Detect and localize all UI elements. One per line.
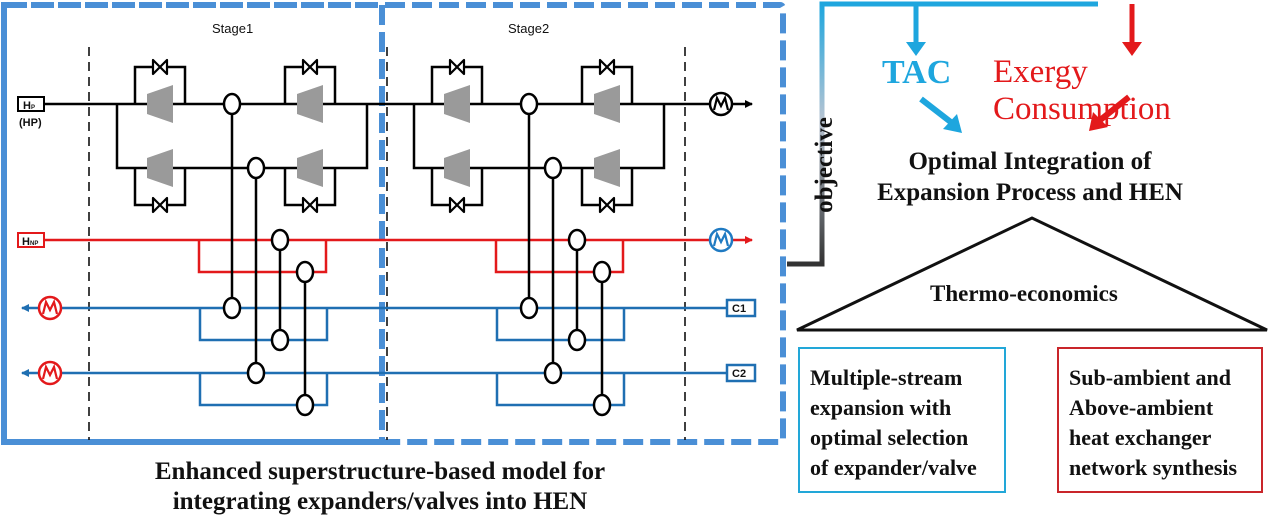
c2-split-branch	[198, 373, 329, 407]
goal-title: Optimal Integration of Expansion Process…	[850, 146, 1210, 208]
c2-utility-heater	[37, 360, 63, 386]
hp-tag-note: (HP)	[19, 117, 42, 129]
expander-icon	[444, 149, 470, 187]
exergy-to-goal-arrow-icon	[1089, 112, 1108, 131]
heat-exchanger-icon	[222, 92, 242, 116]
pillar-line: network synthesis	[1069, 455, 1238, 480]
c2-split-branch	[495, 373, 626, 407]
hp-utility-cooler	[708, 91, 734, 117]
thermo-economics-triangle	[796, 216, 1268, 332]
stage-label-1: Stage1	[212, 21, 253, 36]
hnp-tag-main: H	[22, 236, 30, 248]
c1-utility-heater	[37, 295, 63, 321]
c1-split-branch	[495, 308, 626, 342]
hp-split-branch	[115, 104, 369, 170]
pillar-line: Sub-ambient and	[1069, 365, 1232, 390]
superstructure-caption: Enhanced superstructure-based model for …	[100, 457, 660, 517]
objective-label: objective	[811, 117, 838, 213]
heat-exchanger-icon	[270, 328, 290, 352]
stages-layer	[115, 58, 666, 417]
heater-icon	[41, 298, 59, 315]
heat-exchanger-icon	[222, 296, 242, 320]
pillar-line: optimal selection	[810, 425, 969, 450]
expander-icon	[147, 149, 173, 187]
cooler-icon	[712, 94, 730, 111]
expander-icon	[594, 85, 620, 123]
pillar-line: heat exchanger	[1069, 425, 1212, 450]
heater-icon	[41, 363, 59, 380]
exergy-objective-label: Exergy Consumption	[993, 54, 1171, 127]
exergy-down-arrow-icon	[1122, 42, 1142, 56]
expander-icon	[297, 149, 323, 187]
goal-title-line: Expansion Process and HEN	[877, 179, 1183, 206]
valve-icon	[301, 196, 319, 214]
valve-icon	[598, 196, 616, 214]
valve-icon	[598, 58, 616, 76]
hnp-stream-tag: H NP	[17, 232, 45, 248]
hp-tag-sub: P	[31, 105, 35, 111]
caption-line: integrating expanders/valves into HEN	[172, 488, 588, 515]
heat-exchanger-icon	[295, 393, 315, 417]
superstructure-frame-outer	[1, 2, 786, 445]
c1-stream-tag: C1	[725, 298, 757, 318]
tac-to-goal-arrow-icon	[943, 114, 962, 133]
pillar-hen-synthesis: Sub-ambient and Above-ambient heat excha…	[1057, 347, 1263, 493]
c2-stream-tag: C2	[725, 363, 757, 383]
heat-exchanger-icon	[543, 156, 563, 180]
method-label: Thermo-economics	[930, 281, 1118, 306]
hnp-split-branch	[494, 240, 625, 274]
pillar-line: expansion with	[810, 395, 952, 420]
expander-icon	[444, 85, 470, 123]
valve-icon	[448, 196, 466, 214]
heat-exchanger-icon	[270, 228, 290, 252]
expander-icon	[297, 85, 323, 123]
pillar-expansion: Multiple-stream expansion with optimal s…	[798, 347, 1006, 493]
heat-exchanger-icon	[246, 361, 266, 385]
exergy-diagonal-stem	[1097, 94, 1131, 124]
hp-split-branch	[412, 104, 666, 170]
tac-objective-label: TAC	[882, 54, 952, 91]
heat-exchanger-icon	[567, 328, 587, 352]
heat-exchanger-icon	[519, 296, 539, 320]
pillar-line: Multiple-stream	[810, 365, 963, 390]
pillar-line: Above-ambient	[1069, 395, 1214, 420]
stage-1-units	[115, 58, 369, 417]
stage-dividers	[88, 47, 686, 440]
hnp-utility-cooler	[708, 227, 734, 253]
hp-tag-main: H	[23, 100, 31, 112]
heat-exchanger-icon	[543, 361, 563, 385]
hnp-tag-sub: NP	[30, 241, 38, 247]
valve-icon	[448, 58, 466, 76]
heat-exchanger-icon	[295, 260, 315, 284]
tac-down-arrow-icon	[906, 42, 926, 56]
goal-title-line: Optimal Integration of	[908, 148, 1152, 175]
cooler-icon	[712, 230, 730, 247]
caption-line: Enhanced superstructure-based model for	[154, 458, 606, 485]
valve-icon	[151, 196, 169, 214]
expander-icon	[147, 85, 173, 123]
hnp-split-branch	[197, 240, 328, 274]
expander-icon	[594, 149, 620, 187]
valve-icon	[301, 58, 319, 76]
stage-label-2: Stage2	[508, 21, 549, 36]
pillar-line: of expander/valve	[810, 455, 977, 480]
heat-exchanger-icon	[592, 393, 612, 417]
heat-exchanger-icon	[519, 92, 539, 116]
hp-stream-tag: H P (HP)	[17, 96, 45, 129]
heat-exchanger-icon	[567, 228, 587, 252]
tac-diagonal-stem	[919, 96, 954, 126]
c2-tag-label: C2	[732, 368, 746, 380]
c1-tag-label: C1	[732, 303, 746, 315]
c1-split-branch	[198, 308, 329, 342]
heat-exchanger-icon	[592, 260, 612, 284]
heat-exchanger-icon	[246, 156, 266, 180]
valve-icon	[151, 58, 169, 76]
stage-2-units	[412, 58, 666, 417]
